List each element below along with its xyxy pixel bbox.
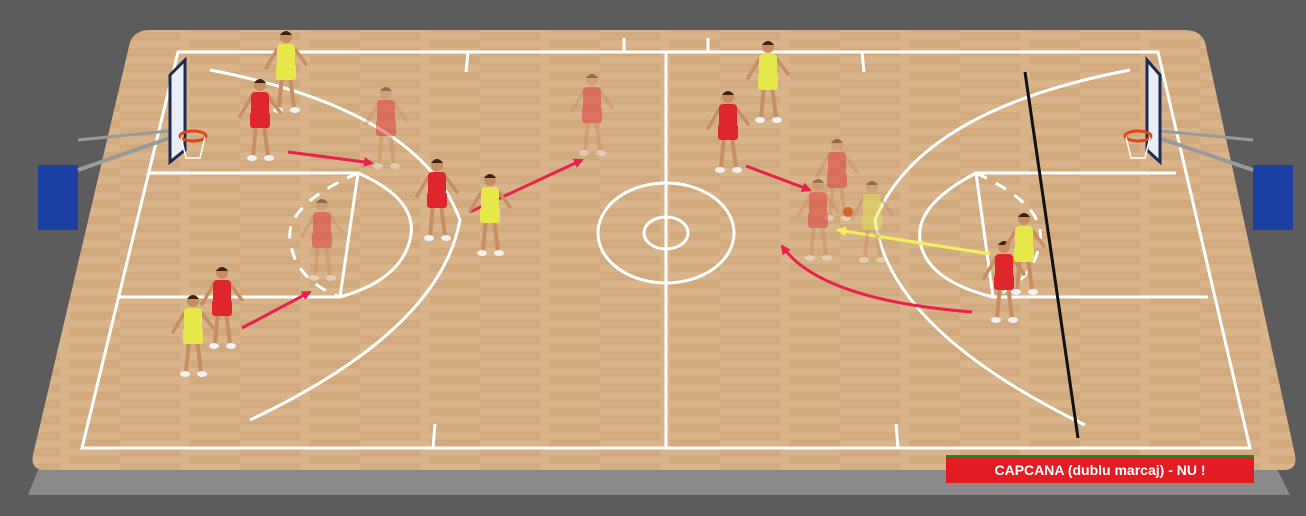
right-backboard [1145, 55, 1162, 166]
center-circle-inner [642, 215, 690, 251]
right-key [974, 171, 1208, 299]
red-player [238, 79, 282, 161]
red-player [200, 267, 244, 349]
red-player [364, 87, 408, 169]
red-player [796, 179, 840, 261]
left-stanchion [38, 165, 78, 230]
players [171, 31, 1046, 377]
red-player [300, 199, 344, 281]
yellow-player [850, 181, 894, 263]
arrow-red [287, 150, 374, 167]
caption-text: CAPCANA (dublu marcaj) - NU ! [994, 462, 1206, 478]
red-player [706, 91, 750, 173]
red-player [415, 159, 459, 241]
right-three-point-arc [873, 68, 1131, 427]
arrow-red [241, 290, 312, 330]
arrow-yellow [836, 226, 991, 256]
center-circle [596, 181, 736, 285]
arrow-red [745, 164, 812, 192]
yellow-player [746, 41, 790, 123]
right-basket [1123, 55, 1293, 230]
left-rim [178, 129, 208, 143]
right-rim [1123, 129, 1153, 143]
yellow-player [171, 295, 215, 377]
yellow-player [1002, 213, 1046, 295]
trap-line [1023, 71, 1080, 439]
left-three-point-arc [209, 68, 462, 422]
yellow-player [468, 174, 512, 256]
red-player [570, 74, 614, 156]
red-player [815, 139, 859, 221]
court-lines [80, 38, 1252, 450]
yellow-player [264, 31, 308, 113]
right-stanchion [1253, 165, 1293, 230]
basketball [843, 207, 853, 217]
movement-arrows [241, 150, 991, 330]
arrow-red [780, 244, 973, 314]
caption-banner: CAPCANA (dublu marcaj) - NU ! [946, 455, 1254, 483]
left-free-throw-arc [339, 171, 413, 299]
court-boundary [80, 50, 1252, 450]
left-basket [38, 56, 208, 230]
right-free-throw-arc [918, 171, 994, 299]
red-player [982, 241, 1026, 323]
